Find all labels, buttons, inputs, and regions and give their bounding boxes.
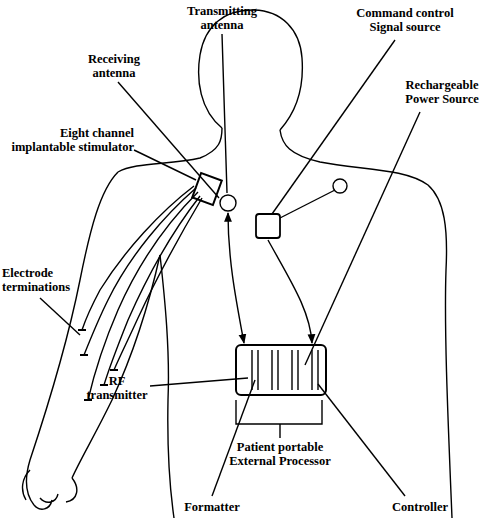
part-label: Electrode terminations xyxy=(2,266,78,294)
bracket xyxy=(236,400,322,438)
part-label: Formatter xyxy=(172,500,252,514)
hand-outline xyxy=(23,470,77,509)
electrode-wire xyxy=(82,186,194,330)
torso-outline xyxy=(160,255,174,518)
processor-compartment xyxy=(252,350,318,390)
leader-line xyxy=(305,112,420,365)
antenna-coil xyxy=(333,179,347,193)
part-label: Controller xyxy=(380,500,460,514)
signal-arrow xyxy=(228,213,244,343)
command-control-box xyxy=(256,214,280,238)
part-label: Receiving antenna xyxy=(66,52,162,80)
part-label: Rechargeable Power Source xyxy=(392,78,492,106)
electrode-wire xyxy=(88,192,198,400)
leader-line xyxy=(222,34,227,193)
part-label: RF transmitter xyxy=(82,374,152,402)
leader-line xyxy=(134,150,196,180)
part-label: Eight channel implantable stimulator xyxy=(2,126,134,154)
leader-line xyxy=(272,40,395,214)
signal-arrow xyxy=(268,240,312,343)
part-label: Patient portable External Processor xyxy=(214,440,346,468)
electrode-wire xyxy=(84,188,196,355)
electrode-wire xyxy=(114,198,202,370)
leader-line xyxy=(40,298,80,335)
antenna-coil xyxy=(220,195,236,211)
processor-box xyxy=(236,345,326,395)
arm-outline xyxy=(27,172,118,505)
cable xyxy=(280,190,335,218)
part-label: Transmitting antenna xyxy=(172,4,272,32)
leader-line xyxy=(212,380,255,496)
part-label: Command control Signal source xyxy=(345,6,465,34)
leader-line xyxy=(318,384,405,496)
leader-line xyxy=(150,378,248,386)
